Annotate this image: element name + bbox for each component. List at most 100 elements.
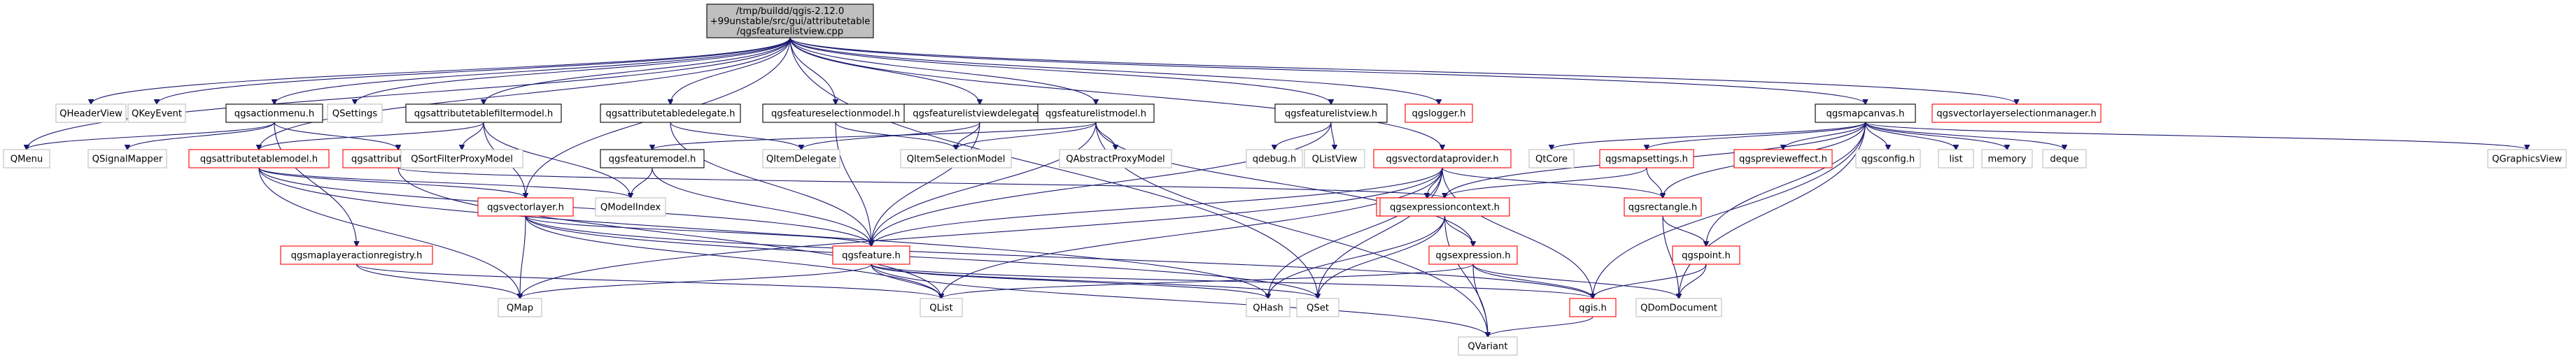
edge-qgsvectordataprovider-to-qgsfeature — [871, 167, 1443, 246]
node-qmodelindex: QModelIndex — [595, 197, 666, 217]
edge-qgsfeaturelistmodel-to-qgsfeaturemodel — [652, 122, 1097, 150]
edge-qgsvectordataprovider-to-qgsrectangle — [1442, 167, 1663, 198]
node-qdebug-h: qdebug.h — [1246, 149, 1303, 168]
edge-root-to-qgslogger — [789, 37, 1439, 104]
node-label: QHeaderView — [59, 109, 122, 120]
node-box — [1304, 149, 1365, 168]
node-qgsactionmenu-h[interactable]: qgsactionmenu.h — [225, 103, 323, 123]
node-box — [1672, 245, 1740, 265]
node-qgsfeaturelistview-h[interactable]: qgsfeaturelistview.h — [1274, 103, 1388, 123]
node-qgsattributetabledelegate-h[interactable]: qgsattributetabledelegate.h — [600, 103, 741, 123]
node-box — [900, 149, 1012, 168]
edge-root-to-qgsfeaturelistviewdelegate — [789, 37, 980, 104]
node-label: qgsmaplayeractionregistry.h — [291, 251, 423, 261]
node-box — [1938, 149, 1974, 168]
node-label: qgspreviewеffect.h — [1739, 154, 1827, 165]
node-label: list — [1949, 154, 1962, 165]
node-label: QSignalMapper — [92, 154, 163, 165]
node-qsortfilterproxymodel: QSortFilterProxyModel — [400, 149, 523, 168]
edge-qgsfeaturelistmodel-to-qgsfeature — [871, 122, 1097, 246]
node-label: qgsmapsettings.h — [1605, 154, 1688, 165]
node-qgraphicsview: QGraphicsView — [2487, 149, 2567, 168]
edge-qgsmapsettings-to-qgsrectangle — [1646, 167, 1663, 198]
edge-qgsvectordataprovider-to-qmap — [520, 167, 1443, 298]
node-qlistview: QListView — [1304, 149, 1365, 168]
node-box — [762, 103, 909, 123]
edge-root-to-qgsfeaturelistmodel — [789, 37, 1096, 104]
node-qgsfeaturelistview-cpp[interactable]: /tmp/buildd/qgis-2.12.0+99unstable/src/g… — [706, 3, 874, 38]
edge-qgsmapcanvas-to-memory — [1864, 122, 2008, 150]
node-qset: QSet — [1296, 298, 1339, 317]
node-label: qgslogger.h — [1412, 109, 1466, 120]
edge-root-to-qgsattributetablefiltermodel — [484, 37, 791, 104]
node-label: qgsconfig.h — [1861, 154, 1915, 165]
node-label: qgsfeaturelistmodel.h — [1046, 109, 1146, 120]
node-qgsattributetablefiltermodel-h[interactable]: qgsattributetablefiltermodel.h — [405, 103, 562, 123]
node-qgsmaplayeractionregistry-h[interactable]: qgsmaplayeractionregistry.h — [280, 245, 433, 265]
node-qgsexpression-h[interactable]: qgsexpression.h — [1428, 245, 1518, 265]
node-label: qgsfeaturemodel.h — [609, 154, 696, 165]
node-qgsfeaturelistviewdelegate-h[interactable]: qgsfeaturelistviewdelegate.h — [903, 103, 1056, 123]
node-qgsattributetablemodel-h[interactable]: qgsattributetablemodel.h — [188, 149, 330, 168]
node-box — [188, 149, 330, 168]
edge-root-to-qgsmapcanvas — [789, 37, 1866, 104]
node-label: QList — [929, 303, 952, 314]
edge-qgsmapcanvas-to-qgsconfig — [1864, 122, 1889, 150]
node-label: deque — [2050, 154, 2078, 165]
edge-qgsfeaturelistmodel-to-qabstractproxymodel — [1095, 122, 1115, 150]
node-qgsexpressioncontext-h[interactable]: qgsexpressioncontext.h — [1379, 197, 1510, 217]
node-qgsvectorlayerselectionmanager-h[interactable]: qgsvectorlayerselectionmanager.h — [1931, 103, 2102, 123]
edge-qgsfeaturelistmodel-to-qgsexpression — [1095, 122, 1473, 246]
edge-qgsmapcanvas-to-deque — [1864, 122, 2065, 150]
node-qgsfeatureselectionmodel-h[interactable]: qgsfeatureselectionmodel.h — [762, 103, 909, 123]
edge-qgsactionmenu-to-qgsattributeaction — [274, 122, 398, 150]
edge-qgsactionmenu-to-qgsmaplayeractionregistry — [274, 122, 357, 246]
edge-qgsfeature-to-qgis — [871, 264, 1593, 298]
edge-qgspoint-to-qgis — [1593, 264, 1707, 298]
node-qgis-h[interactable]: qgis.h — [1569, 298, 1617, 317]
node-box — [706, 3, 874, 38]
node-qgsfeature-h[interactable]: qgsfeature.h — [832, 245, 910, 265]
node-qgsconfig-h: qgsconfig.h — [1855, 149, 1921, 168]
edge-qgsattributetablemodel-to-qhash — [258, 167, 1268, 298]
node-qgslogger-h[interactable]: qgslogger.h — [1405, 103, 1473, 123]
node-label: qgsattributetabledelegate.h — [605, 109, 735, 120]
edge-qgspoint-to-qdomdocument — [1679, 264, 1707, 298]
node-qgsrectangle-h[interactable]: qgsrectangle.h — [1624, 197, 1702, 217]
node-box — [1635, 298, 1722, 317]
node-label: /qgsfeaturelistview.cpp — [737, 27, 843, 37]
node-box — [1246, 298, 1290, 317]
node-box — [1379, 197, 1510, 217]
node-qgsfeaturelistmodel-h[interactable]: qgsfeaturelistmodel.h — [1037, 103, 1155, 123]
node-box — [1569, 298, 1617, 317]
node-box — [55, 103, 127, 123]
edge-root-to-qgsfeatureselectionmodel — [789, 37, 836, 104]
nodes-layer: /tmp/buildd/qgis-2.12.0+99unstable/src/g… — [3, 3, 2567, 356]
edge-root-to-qheaderview — [91, 37, 791, 104]
node-qitemselectionmodel: QItemSelectionModel — [900, 149, 1012, 168]
edge-qgsmapsettings-to-qgsexpressioncontext — [1445, 167, 1647, 198]
edge-qgsattributetablefiltermodel-to-qsortfilterproxymodel — [462, 122, 484, 150]
edges-layer — [27, 37, 2527, 337]
node-qgsvectordataprovider-h[interactable]: qgsvectordataprovider.h — [1373, 149, 1512, 168]
node-qmenu: QMenu — [3, 149, 50, 168]
node-box — [1428, 245, 1518, 265]
edge-qgsfeaturemodel-to-qgsfeature — [652, 167, 871, 246]
node-qgsmapcanvas-h[interactable]: qgsmapcanvas.h — [1815, 103, 1916, 123]
node-qheaderview: QHeaderView — [55, 103, 127, 123]
edge-qgsactionmenu-to-qmenu — [27, 122, 275, 150]
node-qgsvectorlayer-h[interactable]: qgsvectorlayer.h — [477, 197, 574, 217]
node-label: qgsattributetablemodel.h — [200, 154, 318, 165]
node-qhash: QHash — [1246, 298, 1290, 317]
node-box — [1458, 336, 1518, 356]
node-qtcore: QtCore — [1528, 149, 1575, 168]
node-box — [1296, 298, 1339, 317]
edge-qgsmapcanvas-to-qgis — [1593, 122, 1866, 298]
edge-qgsfeature-to-qvariant — [871, 264, 1488, 337]
node-label: QKeyEvent — [132, 109, 182, 120]
node-box — [1624, 197, 1702, 217]
node-qgsfeaturemodel-h[interactable]: qgsfeaturemodel.h — [600, 149, 705, 168]
node-qgsmapsettings-h[interactable]: qgsmapsettings.h — [1599, 149, 1694, 168]
node-qgspreview-ffect-h[interactable]: qgspreviewеffect.h — [1733, 149, 1833, 168]
node-qgspoint-h[interactable]: qgspoint.h — [1672, 245, 1740, 265]
